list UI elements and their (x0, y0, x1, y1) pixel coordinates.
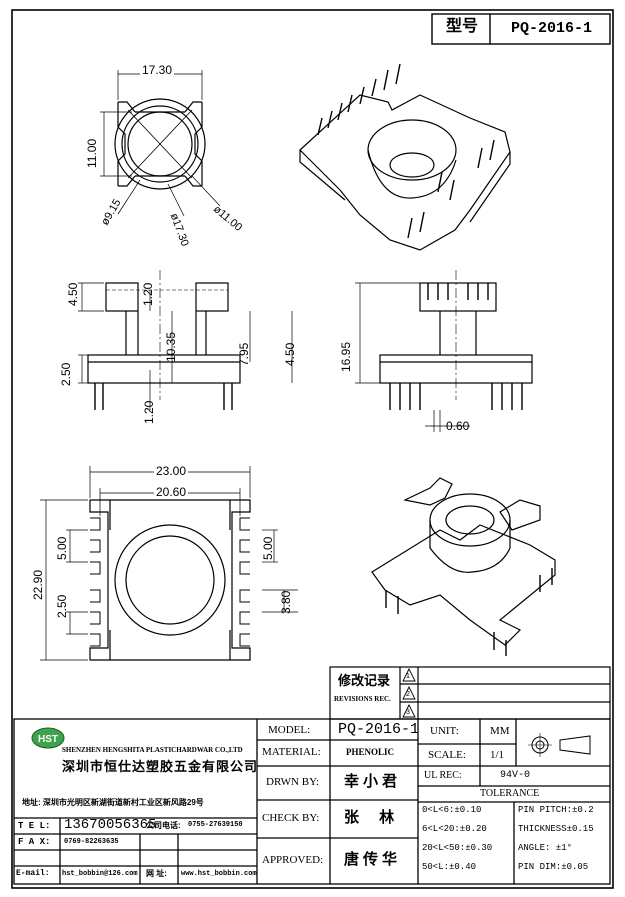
dim-side-795: 7.95 (237, 342, 251, 366)
isometric-view-top (299, 63, 511, 251)
revision-title-cn: 修改记录 (338, 673, 391, 688)
tel-number: 13670056365 (64, 817, 157, 833)
revision-table (329, 666, 611, 720)
fax-number: 0769-82263635 (64, 838, 119, 846)
drawn-label: DRWN BY: (266, 776, 320, 788)
tolerance-3: 20<L<50:±0.30 (422, 843, 493, 853)
material-value: PHENOLIC (346, 747, 395, 757)
dim-top-width: 17.30 (140, 63, 175, 77)
company-phone: 0755-27639150 (188, 821, 243, 829)
dim-side-450-right: 4.50 (283, 342, 297, 366)
dim-side-250: 2.50 (59, 362, 73, 386)
material-label: MATERIAL: (262, 746, 321, 758)
web-address: www.hst_bobbin.com (181, 870, 257, 878)
thickness: THICKNESS±0.15 (518, 824, 594, 834)
dim-front-1695: 16.95 (339, 341, 353, 372)
email-label: E-mail: (16, 869, 50, 878)
scale-value: 1/1 (490, 749, 505, 761)
bottom-view (40, 466, 298, 661)
tolerance-4: 50<L:±0.40 (422, 862, 477, 872)
dim-bottom-2290: 22.90 (31, 569, 45, 600)
tel-label: T E L: (18, 821, 51, 831)
dim-side-120-bottom: 1.20 (142, 400, 156, 424)
dim-side-120-top: 1.20 (141, 282, 155, 306)
approved-value: 唐传华 (344, 851, 402, 868)
tolerance-1: 0<L<6:±0.10 (422, 805, 482, 815)
ul-value: 94V-0 (500, 770, 531, 781)
email-address: hst_bobbin@126.com (62, 870, 138, 878)
company-name-en: SHENZHEN HENGSHITA PLASTICHARDWAR CO.,LT… (62, 746, 243, 754)
check-value: 张 林 (344, 809, 403, 826)
scale-label: SCALE: (428, 749, 466, 761)
isometric-view-bottom (371, 477, 556, 656)
unit-value: MM (490, 725, 510, 737)
tolerance-2: 6<L<20:±0.20 (422, 824, 487, 834)
dim-bottom-500-right: 5.00 (261, 536, 275, 560)
svg-text:HST: HST (38, 734, 58, 745)
tolerance-label: TOLERANCE (480, 788, 540, 799)
front-view-right (355, 270, 533, 432)
ul-label: UL REC: (424, 770, 462, 781)
company-phone-label: 公司电话: (146, 821, 181, 830)
angle: ANGLE: ±1° (518, 843, 573, 853)
pin-pitch: PIN PITCH:±0.2 (518, 805, 594, 815)
dim-bottom-2060: 20.60 (154, 485, 189, 499)
approved-label: APPROVED: (262, 854, 324, 866)
dim-bottom-2300: 23.00 (154, 464, 189, 478)
company-name-cn: 深圳市恒仕达塑胶五金有限公司 (62, 759, 259, 774)
revision-title-en: REVISIONS REC. (334, 695, 391, 703)
main-title-block (13, 718, 611, 885)
fax-label: F A X: (18, 837, 51, 847)
model-label: MODEL: (268, 724, 311, 736)
title-block-box (431, 13, 611, 45)
dim-bottom-380: 3.80 (279, 590, 293, 614)
unit-label: UNIT: (430, 725, 459, 737)
pin-dim: PIN DIM:±0.05 (518, 862, 589, 872)
model-value: PQ-2016-1 (338, 721, 420, 738)
top-view (100, 70, 221, 217)
dim-bottom-500-left: 5.00 (55, 536, 69, 560)
dim-front-060: 0.60 (446, 419, 470, 433)
revision-mark-1: 1 (406, 673, 410, 680)
web-label: 网 址: (146, 869, 167, 878)
dim-side-450-top: 4.50 (66, 282, 80, 306)
dim-bottom-250: 2.50 (55, 594, 69, 618)
model-code-title: PQ-2016-1 (511, 20, 593, 37)
revision-mark-3: 3 (406, 709, 410, 716)
dim-side-1035: 10.35 (164, 331, 178, 362)
revision-mark-2: 2 (406, 691, 410, 698)
model-label-cn: 型号 (446, 18, 479, 35)
drawn-value: 幸小君 (344, 773, 402, 790)
side-view-left (78, 270, 293, 410)
company-address: 地址: 深圳市光明区新湖街道新村工业区新风路29号 (22, 798, 204, 807)
company-logo: HST (31, 727, 65, 749)
dim-top-height: 11.00 (85, 138, 99, 168)
check-label: CHECK BY: (262, 812, 320, 824)
